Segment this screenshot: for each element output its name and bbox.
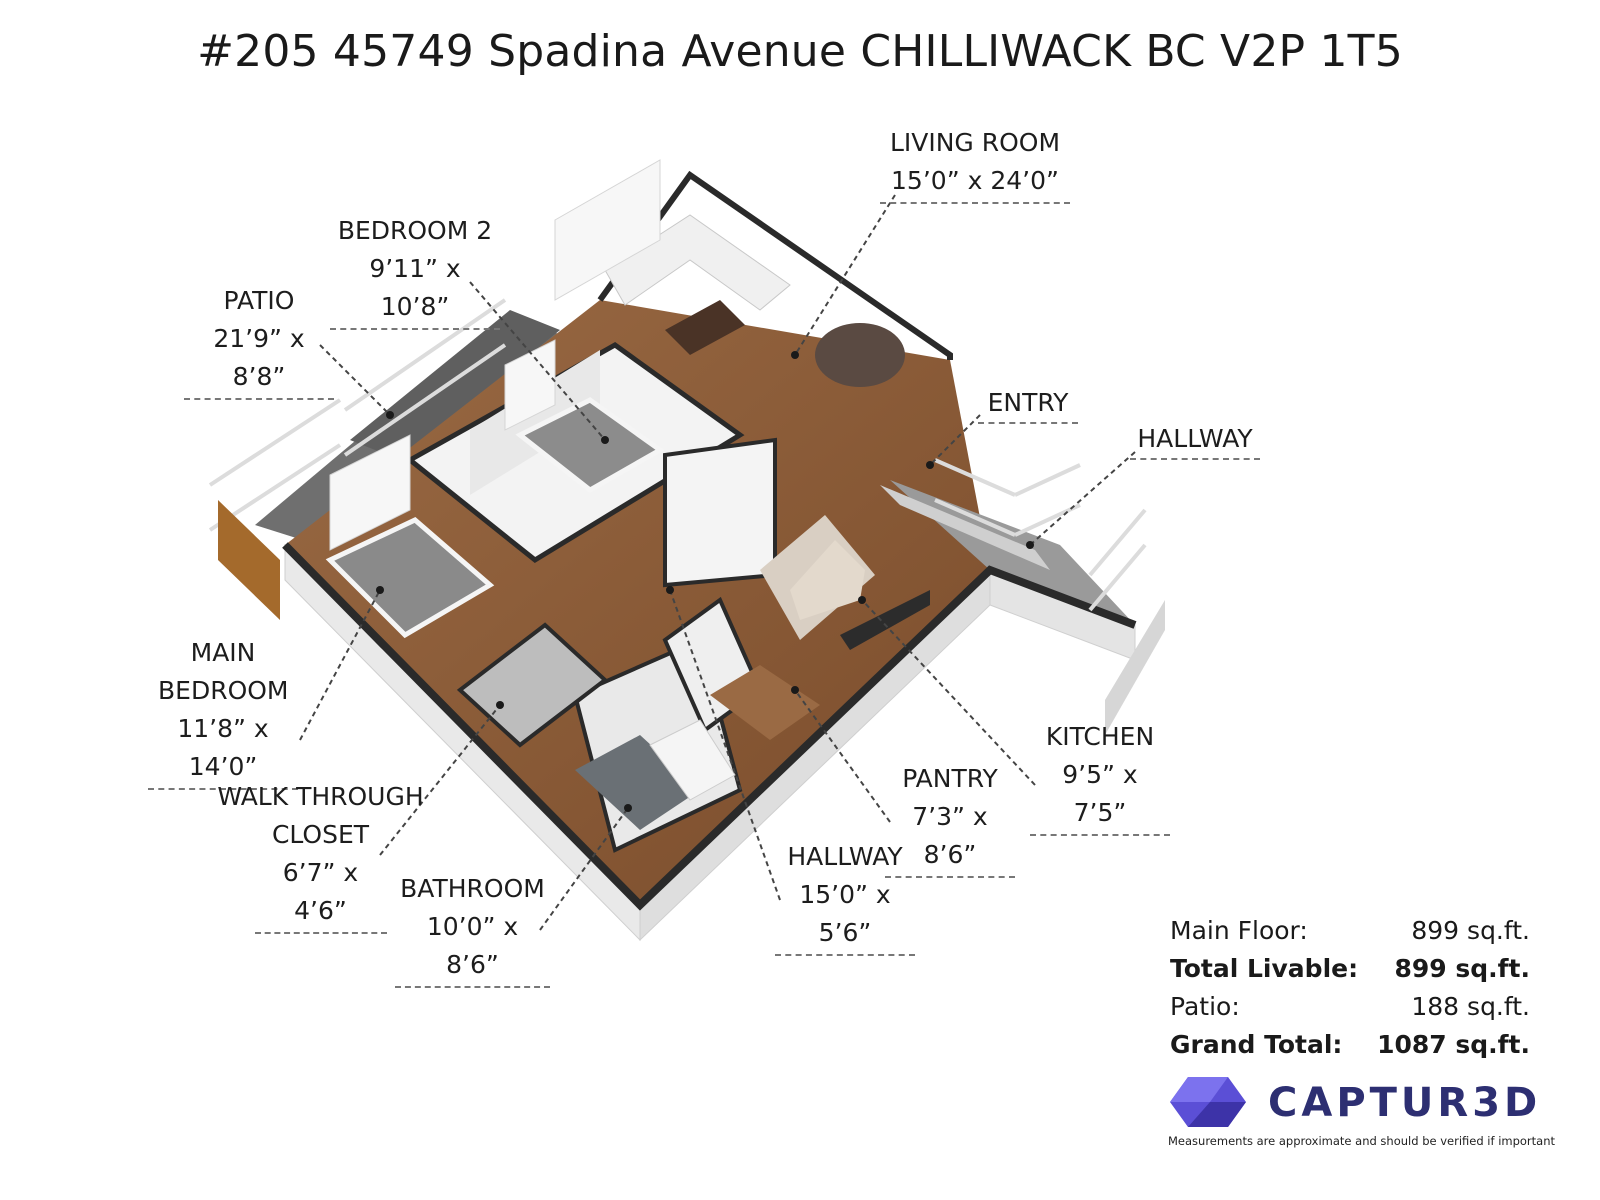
- exterior-wall-right-stub: [1105, 600, 1165, 735]
- page-title: #205 45749 Spadina Avenue CHILLIWACK BC …: [197, 26, 1403, 77]
- capture3d-logo-icon: [1170, 1077, 1246, 1127]
- dining-table: [815, 323, 905, 387]
- room-dot-bathroom: [624, 804, 632, 812]
- summary-row-patio: Patio: 188 sq.ft.: [1170, 992, 1530, 1021]
- room-dot-kitchen: [858, 596, 866, 604]
- label-main-bedroom: MAIN BEDROOM 11’8” x 14’0”: [148, 634, 298, 790]
- room-dot-closet: [496, 701, 504, 709]
- label-hallway-exterior: HALLWAY: [1130, 420, 1260, 460]
- wall-bedroom2-rear: [470, 350, 600, 495]
- window-bedroom2: [504, 339, 556, 431]
- bed-bedroom2: [515, 397, 665, 494]
- tub: [649, 719, 736, 801]
- pantry-floor: [710, 665, 820, 740]
- patio-floor-top: [350, 310, 560, 460]
- room-dot-living: [791, 351, 799, 359]
- leader-lines: [299, 194, 1136, 931]
- label-bedroom-2: BEDROOM 2 9’11” x 10’8”: [330, 212, 500, 330]
- label-hallway: HALLWAY 15’0” x 5’6”: [775, 838, 915, 956]
- kitchen-counter: [790, 540, 865, 620]
- room-dot-pantry: [791, 686, 799, 694]
- patio-railing: [208, 298, 507, 532]
- wall-closet-main: [456, 622, 609, 748]
- summary-row-grand-total: Grand Total: 1087 sq.ft.: [1170, 1030, 1530, 1059]
- label-pantry: PANTRY 7’3” x 8’6”: [885, 760, 1015, 878]
- bed-main: [325, 517, 495, 639]
- brand: CAPTUR3D Measurements are approximate an…: [1168, 1072, 1555, 1148]
- kitchen-cabinets: [840, 590, 930, 650]
- summary-row-main-floor: Main Floor: 899 sq.ft.: [1170, 916, 1530, 945]
- exterior-wall-top: [282, 542, 1137, 911]
- bathroom-floor: [575, 735, 700, 830]
- room-dot-main-bedroom: [376, 586, 384, 594]
- summary-row-total-livable: Total Livable: 899 sq.ft.: [1170, 954, 1530, 983]
- label-patio: PATIO 21’9” x 8’8”: [184, 282, 334, 400]
- label-living-room: LIVING ROOM 15’0” x 24’0”: [880, 124, 1070, 204]
- disclaimer: Measurements are approximate and should …: [1168, 1134, 1556, 1148]
- window-living: [554, 159, 661, 301]
- room-dots: [376, 351, 1034, 812]
- hallway-railing: [934, 458, 1147, 612]
- coffee-table: [665, 300, 745, 355]
- window-main-bedroom: [329, 434, 411, 551]
- label-bathroom: BATHROOM 10’0” x 8’6”: [395, 870, 550, 988]
- room-dot-bedroom2: [601, 436, 609, 444]
- room-dot-patio: [386, 411, 394, 419]
- label-kitchen: KITCHEN 9’5” x 7’5”: [1030, 718, 1170, 836]
- label-entry: ENTRY: [978, 384, 1078, 424]
- room-dot-hallway-ext: [1026, 541, 1034, 549]
- brand-name: CAPTUR3D: [1268, 1080, 1542, 1126]
- label-walk-through-closet: WALK THROUGH CLOSET 6’7” x 4’6”: [208, 778, 433, 934]
- area-summary: Main Floor: 899 sq.ft. Total Livable: 89…: [1170, 912, 1530, 1064]
- patio-privacy-screen: [218, 500, 280, 620]
- sofa: [604, 214, 791, 311]
- exterior-hallway-floor-top: [880, 485, 1050, 570]
- room-dot-hallway: [666, 586, 674, 594]
- room-dot-entry: [926, 461, 934, 469]
- wall-closet-block: [663, 437, 777, 588]
